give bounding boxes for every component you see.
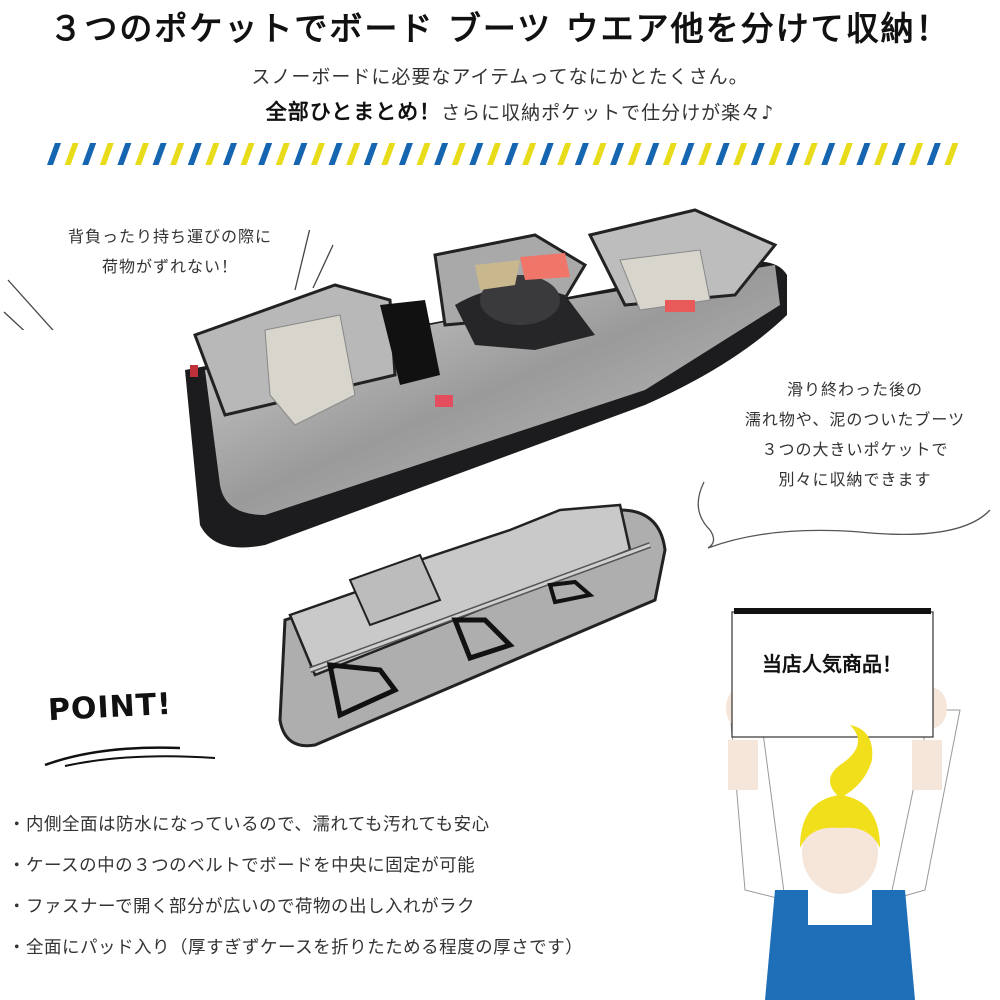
intro-bold: 全部ひとまとめ！ — [265, 100, 442, 124]
callout-right-line: ３つの大きいポケットで — [761, 440, 949, 459]
point-heading: POINT! — [47, 686, 173, 729]
callout-right-line: 濡れ物や、泥のついたブーツ — [744, 410, 966, 429]
girl-holding-sign-illustration — [726, 608, 961, 1000]
callout-right-line: 滑り終わった後の — [786, 380, 923, 399]
callout-left-line: 背負ったり持ち運びの際に — [67, 227, 272, 246]
speech-bubble-curve-icon — [697, 481, 991, 549]
callout-right-line: 別々に収納できます — [778, 470, 932, 489]
feature-list: ・内側全面は防水になっているので、濡れても汚れても安心 ・ケースの中の３つのベル… — [8, 805, 728, 969]
stripe-divider — [47, 143, 959, 165]
feature-item: ・全面にパッド入り（厚すぎずケースを折りたためる程度の厚さです） — [8, 938, 584, 958]
point-underline-icon — [44, 746, 216, 767]
main-photo-packed-case — [185, 208, 787, 548]
feature-item: ・ケースの中の３つのベルトでボードを中央に固定が可能 — [8, 856, 476, 876]
second-photo-open-case — [278, 503, 667, 748]
intro-rest: さらに収納ポケットで仕分けが楽々♪ — [441, 102, 775, 124]
sign-text: 当店人気商品！ — [762, 652, 902, 676]
callout-right: 滑り終わった後の 濡れ物や、泥のついたブーツ ３つの大きいポケットで 別々に収納… — [700, 375, 1000, 495]
emphasis-lines-icon — [3, 230, 334, 330]
callout-left-line: 荷物がずれない！ — [101, 257, 238, 276]
feature-item: ・内側全面は防水になっているので、濡れても汚れても安心 — [8, 815, 490, 835]
intro-line-1: スノーボードに必要なアイテムってなにかとたくさん。 — [251, 66, 749, 88]
intro-line-2: 全部ひとまとめ！さらに収納ポケットで仕分けが楽々♪ — [20, 96, 1000, 126]
headline: ３つのポケットでボード ブーツ ウエア他を分けて収納！ — [49, 9, 951, 48]
feature-item: ・ファスナーで開く部分が広いので荷物の出し入れがラク — [8, 897, 475, 917]
callout-left: 背負ったり持ち運びの際に 荷物がずれない！ — [25, 222, 315, 282]
